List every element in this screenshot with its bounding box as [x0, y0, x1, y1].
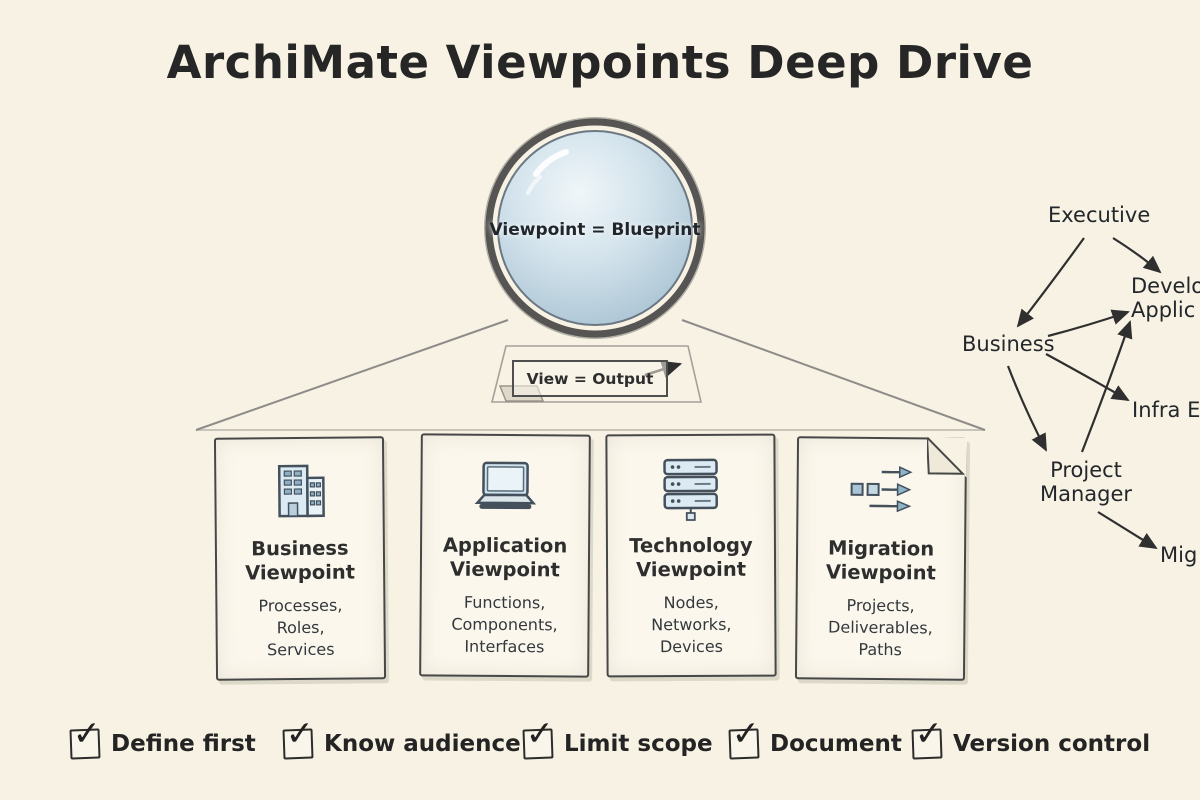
arrow-business-infra	[1045, 353, 1130, 401]
checkbox-icon: ✓	[911, 713, 944, 760]
checkmark-icon: ✓	[71, 713, 102, 755]
checkmark-icon: ✓	[284, 713, 315, 755]
arrow-project-manager-migration	[1097, 511, 1158, 550]
card-business-viewpoint: Business Viewpoint Processes, Roles, Ser…	[213, 436, 387, 681]
card-title-line: Viewpoint	[449, 557, 560, 582]
card-items: Nodes, Networks, Devices	[651, 591, 732, 658]
stakeholder-label-line: Develop	[1131, 274, 1200, 298]
checklist-item-version-control: ✓ Version control	[911, 713, 1151, 760]
checklist-label: Document	[770, 731, 902, 757]
stakeholder-developer-application: Develop Applic	[1131, 274, 1200, 322]
stakeholder-infra: Infra E	[1132, 398, 1200, 422]
card-items: Functions, Components, Interfaces	[451, 591, 558, 658]
card-title-line: Technology	[629, 533, 753, 558]
card-items: Projects, Deliverables, Paths	[828, 594, 933, 661]
stakeholder-label-line: Project	[1050, 458, 1122, 482]
stakeholder-migration: Mig	[1160, 543, 1198, 567]
page-title: ArchiMate Viewpoints Deep Drive	[166, 36, 1034, 89]
checklist-label: Know audience	[324, 731, 521, 757]
stakeholder-label-line: Manager	[1039, 482, 1133, 507]
card-item: Services	[266, 639, 335, 660]
lens-label: Viewpoint = Blueprint	[489, 220, 701, 240]
card-title: Application Viewpoint	[443, 534, 568, 582]
checkmark-icon: ✓	[913, 713, 944, 755]
stakeholder-project-manager: Project Manager	[1036, 458, 1136, 506]
card-title: Business Viewpoint	[245, 537, 355, 586]
card-items: Processes, Roles, Services	[258, 594, 343, 661]
arrow-business-project-manager	[1006, 365, 1047, 452]
page-fold-icon	[926, 437, 968, 478]
card-title-line: Viewpoint	[636, 557, 747, 582]
arrow-business-developer	[1047, 309, 1130, 338]
stakeholder-executive: Executive	[1048, 203, 1151, 227]
card-item: Nodes,	[663, 592, 719, 612]
checklist-label: Version control	[953, 731, 1151, 757]
card-item: Functions,	[463, 592, 546, 612]
card-item: Paths	[858, 639, 903, 659]
laptop-icon	[469, 456, 541, 523]
migration-arrows-icon	[845, 459, 918, 526]
card-item: Processes,	[258, 595, 343, 615]
checkmark-icon: ✓	[730, 713, 761, 755]
stakeholder-business: Business	[962, 332, 1055, 356]
card-item: Projects,	[846, 595, 915, 615]
checklist-label: Limit scope	[564, 731, 713, 757]
arrow-executive-developer	[1112, 237, 1162, 274]
card-item: Deliverables,	[828, 617, 933, 638]
checklist-label: Define first	[111, 731, 256, 757]
card-title-line: Migration	[827, 536, 935, 561]
card-application-viewpoint: Application Viewpoint Functions, Compone…	[419, 433, 591, 678]
card-title-line: Business	[251, 536, 349, 561]
checklist-item-limit-scope: ✓ Limit scope	[522, 713, 713, 760]
card-item: Roles,	[276, 617, 325, 637]
card-migration-viewpoint: Migration Viewpoint Projects, Deliverabl…	[794, 436, 968, 681]
card-item: Networks,	[651, 614, 732, 634]
checklist-item-define-first: ✓ Define first	[69, 713, 256, 760]
card-item: Interfaces	[464, 636, 545, 656]
arrow-executive-business	[1016, 237, 1085, 328]
building-icon	[263, 459, 336, 526]
checkbox-icon: ✓	[522, 713, 555, 760]
checkbox-icon: ✓	[69, 713, 102, 760]
card-item: Components,	[451, 614, 558, 635]
checklist-item-document: ✓ Document	[728, 713, 902, 760]
card-title-line: Application	[442, 533, 568, 558]
card-item: Devices	[659, 636, 724, 656]
arrow-project-manager-developer	[1080, 320, 1133, 453]
card-title: Migration Viewpoint	[826, 537, 936, 586]
stakeholder-label-line: Applic	[1131, 298, 1196, 323]
checkbox-icon: ✓	[728, 713, 761, 760]
card-title-line: Viewpoint	[825, 560, 936, 585]
checklist-item-know-audience: ✓ Know audience	[282, 713, 521, 760]
card-title-line: Viewpoint	[245, 560, 356, 585]
card-title: Technology Viewpoint	[629, 534, 753, 582]
server-icon	[654, 456, 726, 522]
card-technology-viewpoint: Technology Viewpoint Nodes, Networks, De…	[605, 433, 777, 678]
checkbox-icon: ✓	[282, 713, 315, 760]
view-output-box: View = Output	[512, 360, 668, 397]
checkmark-icon: ✓	[524, 713, 555, 755]
